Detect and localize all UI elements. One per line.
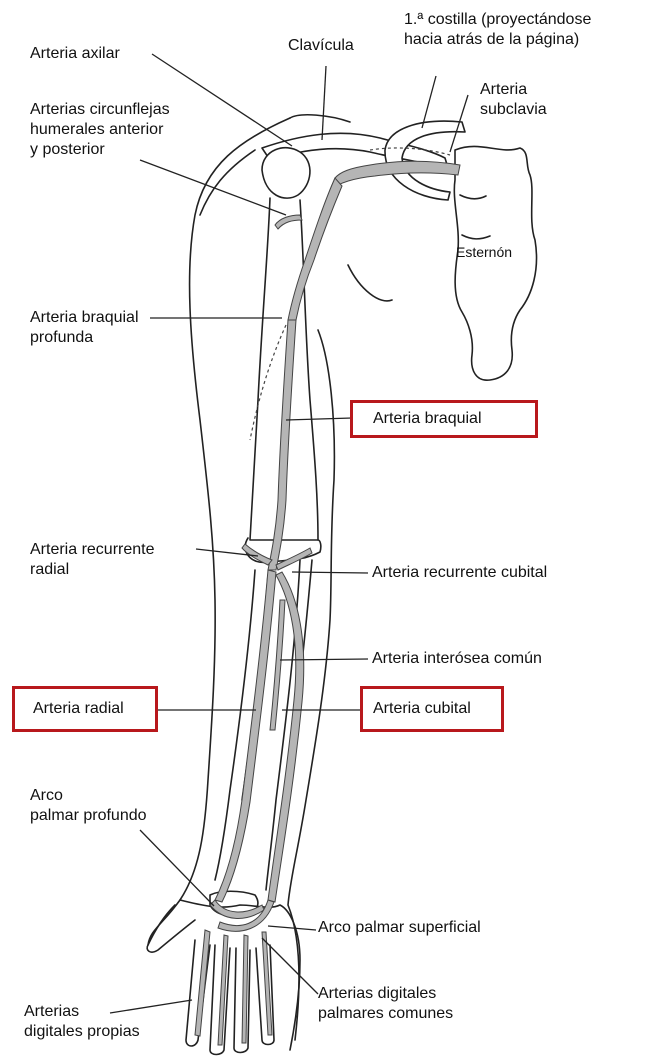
label-arteria-radial: Arteria radial (33, 699, 155, 719)
brachial-artery (268, 320, 296, 570)
label-arteria-axilar: Arteria axilar (30, 44, 120, 64)
label-arteria-subclavia: Arteria subclavia (480, 80, 547, 120)
arm-outline-left (148, 118, 290, 945)
leader-clavicula (322, 66, 326, 140)
deep-brachial-dashed (250, 325, 286, 440)
label-esternon: Esternón (456, 242, 512, 262)
ulnar-artery (268, 572, 304, 902)
leader-arco-profundo (140, 830, 214, 906)
label-digitales-propias: Arterias digitales propias (24, 1002, 140, 1042)
leader-arco-superficial (268, 926, 316, 930)
label-recurrente-radial: Arteria recurrente radial (30, 540, 155, 580)
recurrent-ulnar-artery (276, 548, 312, 570)
label-arteria-braquial: Arteria braquial (373, 409, 535, 429)
label-arco-palmar-profundo: Arco palmar profundo (30, 786, 147, 826)
digital-artery-2 (218, 935, 228, 1045)
radial-artery (215, 570, 276, 902)
highlight-box-radial: Arteria radial (12, 686, 158, 732)
deep-palmar-arch (210, 900, 264, 918)
label-braquial-profunda: Arteria braquial profunda (30, 308, 139, 348)
leader-recurrente-cubital (292, 572, 368, 573)
sternum-shape (454, 146, 536, 380)
highlight-box-braquial: Arteria braquial (350, 400, 538, 438)
leader-interosea (280, 659, 368, 660)
label-arteria-cubital: Arteria cubital (373, 699, 501, 719)
label-interosea-comun: Arteria interósea común (372, 649, 542, 669)
label-arco-palmar-superficial: Arco palmar superficial (318, 918, 481, 938)
leader-costilla (422, 76, 436, 128)
label-recurrente-cubital: Arteria recurrente cubital (372, 563, 547, 583)
humerus-head (262, 148, 310, 198)
label-primera-costilla: 1.ª costilla (proyectándose hacia atrás … (404, 10, 591, 50)
label-digitales-comunes: Arterias digitales palmares comunes (318, 984, 453, 1024)
digital-artery-3 (242, 935, 248, 1043)
leader-braquial (286, 418, 352, 420)
highlight-box-cubital: Arteria cubital (360, 686, 504, 732)
label-clavicula: Clavícula (288, 36, 354, 56)
leader-axilar (152, 54, 292, 146)
label-circunflejas: Arterias circunflejas humerales anterior… (30, 100, 170, 160)
circumflex-artery (275, 215, 302, 229)
digital-artery-1 (195, 930, 210, 1036)
axillary-artery (288, 178, 342, 320)
radius-bone (215, 570, 255, 880)
